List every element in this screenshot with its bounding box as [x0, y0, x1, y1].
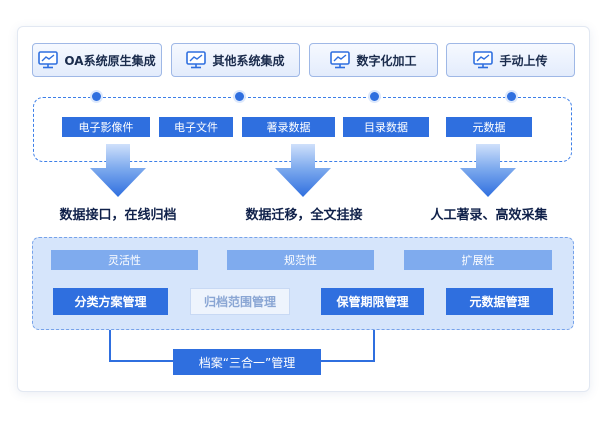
monitor-icon — [473, 51, 494, 69]
diagram-card — [17, 26, 590, 392]
data-type-item: 电子文件 — [159, 117, 233, 137]
monitor-icon — [330, 51, 351, 69]
source-label: 其他系统集成 — [212, 53, 285, 68]
connector-dot — [507, 92, 516, 101]
source-manual-upload: 手动上传 — [446, 43, 575, 77]
source-label: OA系统原生集成 — [64, 53, 156, 68]
source-label: 数字化加工 — [356, 53, 417, 68]
caption-manual-cataloging: 人工著录、高效采集 — [430, 208, 548, 223]
three-in-one-management: 档案“三合一”管理 — [173, 349, 321, 375]
caption-data-migration: 数据迁移，全文挂接 — [245, 208, 363, 223]
caption-online-archiving: 数据接口，在线归档 — [59, 208, 177, 223]
data-type-item: 元数据 — [446, 117, 532, 137]
source-digitization: 数字化加工 — [309, 43, 438, 77]
data-type-item: 目录数据 — [343, 117, 429, 137]
monitor-icon — [38, 51, 59, 69]
metadata-management: 元数据管理 — [446, 288, 553, 315]
attribute-extensibility: 扩展性 — [404, 250, 552, 270]
data-type-item: 电子影像件 — [62, 117, 150, 137]
source-oa-integration: OA系统原生集成 — [32, 43, 162, 77]
connector-dot — [92, 92, 101, 101]
data-type-item: 著录数据 — [242, 117, 335, 137]
archiving-scope-management: 归档范围管理 — [190, 288, 290, 315]
down-arrow — [90, 144, 146, 197]
down-arrow — [275, 144, 331, 197]
connector-dot — [370, 92, 379, 101]
retention-period-management: 保管期限管理 — [321, 288, 424, 315]
connector-dot — [235, 92, 244, 101]
classification-scheme-management: 分类方案管理 — [53, 288, 168, 315]
attribute-flexibility: 灵活性 — [51, 250, 198, 270]
monitor-icon — [186, 51, 207, 69]
source-other-systems: 其他系统集成 — [171, 43, 300, 77]
source-label: 手动上传 — [499, 53, 548, 68]
attribute-standardization: 规范性 — [227, 250, 374, 270]
down-arrow — [460, 144, 516, 197]
